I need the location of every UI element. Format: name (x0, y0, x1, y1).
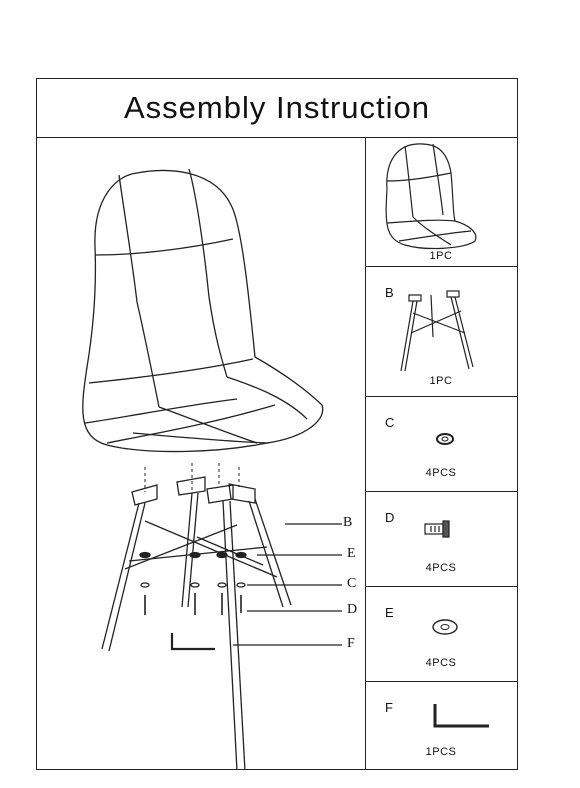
part-qty: 4PCS (425, 657, 457, 669)
part-f: F 1PCS (365, 682, 517, 769)
exploded-view-icon (82, 168, 342, 769)
callout-e: E (347, 546, 356, 561)
part-c: C 4PCS (365, 397, 517, 492)
screw-icon (424, 520, 450, 538)
parts-list: 1PC B 1PC C (365, 137, 517, 769)
callout-c: C (347, 576, 357, 591)
spring-washer-icon (436, 433, 454, 445)
part-letter: E (385, 605, 394, 620)
page-title: Assembly Instruction (124, 90, 430, 125)
title-bar: Assembly Instruction (37, 79, 517, 138)
assembly-diagram: B E C D F (37, 137, 366, 769)
part-e: E 4PCS (365, 587, 517, 682)
callout-f: F (347, 636, 355, 651)
seat-shell (82, 169, 324, 453)
callout-d: D (347, 602, 358, 617)
part-letter: B (385, 285, 394, 300)
instruction-sheet: Assembly Instruction (36, 78, 518, 770)
chair-base-icon (400, 290, 474, 372)
part-seat: 1PC (365, 137, 517, 267)
chair-seat-icon (385, 143, 477, 250)
part-letter: D (385, 510, 395, 525)
callout-b: B (343, 515, 353, 530)
part-qty: 4PCS (425, 562, 457, 574)
part-qty: 1PCS (425, 746, 457, 758)
part-d: D 4PCS (365, 492, 517, 587)
allen-key-icon (433, 704, 489, 728)
part-qty: 1PC (429, 375, 453, 387)
part-qty: 1PC (429, 250, 453, 262)
part-b: B 1PC (365, 267, 517, 397)
part-letter: C (385, 415, 395, 430)
flat-washer-icon (432, 619, 458, 635)
part-qty: 4PCS (425, 467, 457, 479)
part-letter: F (385, 700, 393, 715)
